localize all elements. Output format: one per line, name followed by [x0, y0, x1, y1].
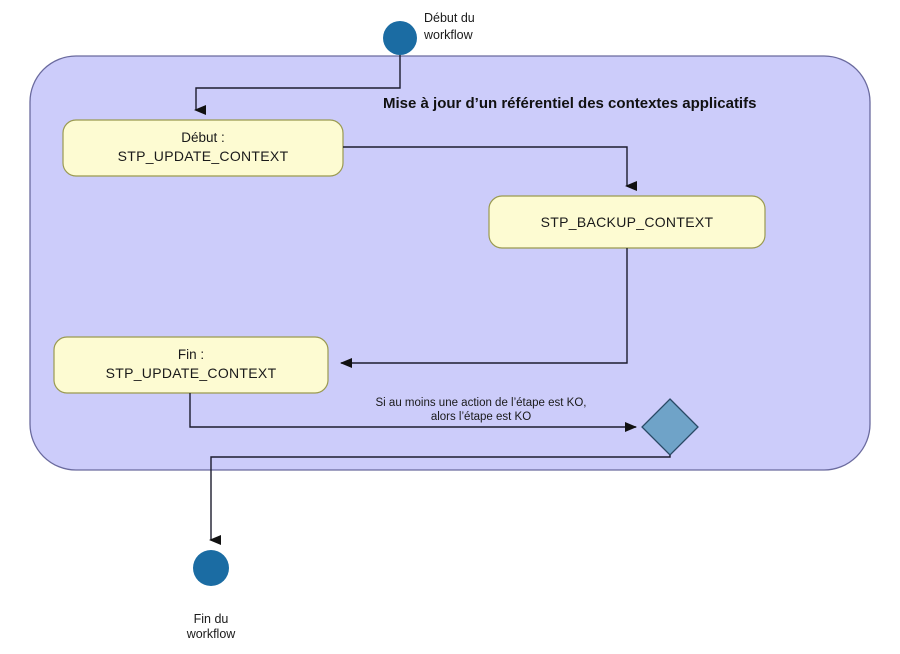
activity-begin-update-context-box[interactable] [62, 119, 344, 177]
activity-end-update-context-line1: Fin : [178, 347, 204, 362]
flow-decision-to-end [209, 455, 671, 545]
activity-end-update-context[interactable]: Fin : STP_UPDATE_CONTEXT [53, 336, 329, 394]
start-node-label-line1: Début du [424, 11, 475, 25]
activity-begin-update-context-line1: Début : [181, 130, 225, 145]
activity-begin-update-context[interactable]: Début : STP_UPDATE_CONTEXT [62, 119, 344, 177]
flow-start-to-begin [194, 55, 401, 115]
flow-end-step-to-decision [189, 393, 637, 432]
end-node-circle [193, 550, 229, 586]
activity-end-update-context-line2: STP_UPDATE_CONTEXT [106, 365, 277, 381]
start-node-circle [383, 21, 417, 55]
activity-backup-context[interactable]: STP_BACKUP_CONTEXT [488, 195, 766, 249]
partition-title: Mise à jour d’un référentiel des context… [383, 95, 756, 112]
start-node-label-line2: workflow [423, 28, 474, 42]
guard-condition-line2: alors l’étape est KO [431, 411, 531, 423]
end-node-label-line2: workflow [186, 627, 237, 641]
guard-condition-line1: Si au moins une action de l’étape est KO… [376, 397, 587, 409]
end-node-label-line1: Fin du [194, 612, 229, 626]
flow-backup-to-end-step [340, 248, 628, 368]
flow-begin-to-backup [343, 146, 637, 191]
activity-begin-update-context-line2: STP_UPDATE_CONTEXT [118, 148, 289, 164]
activity-backup-context-line2: STP_BACKUP_CONTEXT [541, 214, 714, 230]
activity-end-update-context-box[interactable] [53, 336, 329, 394]
